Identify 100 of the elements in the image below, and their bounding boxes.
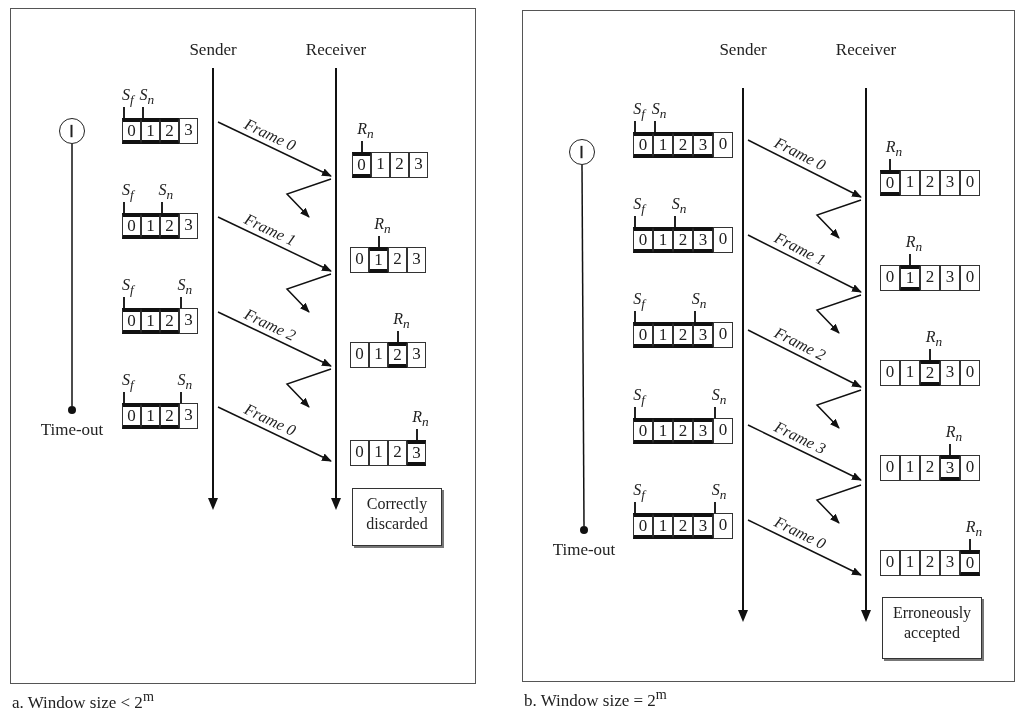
window-cell: 0	[960, 170, 980, 196]
pointer-label: S$_{n}$	[691, 290, 707, 313]
sequence-window	[880, 550, 980, 576]
window-cell: 0	[713, 513, 733, 539]
window-cell: 0	[122, 118, 141, 144]
window-cell: 0	[713, 227, 733, 253]
pointer-label: R$_{n}$	[885, 138, 903, 161]
sequence-window	[633, 227, 733, 253]
arrow	[285, 368, 332, 408]
window-cell: 1	[141, 213, 160, 239]
window-cell: 1	[371, 152, 390, 178]
lifeline-label: Sender	[189, 40, 237, 60]
pointer-label: S$_{n}$	[671, 195, 687, 218]
window-cell: 3	[940, 360, 960, 386]
pointer-label: S$_{n}$	[158, 181, 174, 204]
lifeline	[331, 68, 341, 510]
edge-label: Frame 1	[241, 209, 299, 250]
arrow	[815, 199, 862, 239]
sequence-window	[880, 455, 980, 481]
window-cell: 2	[388, 342, 407, 368]
window-cell: 0	[960, 455, 980, 481]
window-cell: 0	[713, 132, 733, 158]
pointer-label: S$_{f}$	[122, 276, 134, 299]
lifeline	[208, 68, 218, 510]
arrow	[815, 294, 862, 334]
pointer-label: R$_{n}$	[945, 423, 963, 446]
window-cell: 3	[179, 213, 198, 239]
window-cell: 2	[920, 550, 940, 576]
window-cell: 3	[179, 403, 198, 429]
sequence-window	[880, 265, 980, 291]
pointer-label: S$_{f}$	[633, 195, 645, 218]
window-cell: 3	[407, 342, 426, 368]
window-cell: 2	[920, 455, 940, 481]
window-cell: 0	[122, 308, 141, 334]
sequence-window	[633, 322, 733, 348]
window-cell: 3	[693, 513, 713, 539]
window-cell: 3	[693, 322, 713, 348]
pointer-label: S$_{n}$	[651, 100, 667, 123]
lifeline-label: Receiver	[835, 40, 897, 60]
pointer-label: S$_{f}$	[633, 386, 645, 409]
window-cell: 0	[960, 360, 980, 386]
arrow	[747, 424, 862, 481]
window-cell: 1	[141, 118, 160, 144]
time-out-label: Time-out	[552, 540, 616, 560]
pointer-label: R$_{n}$	[925, 328, 943, 351]
arrow	[217, 406, 332, 462]
window-cell: 2	[390, 152, 409, 178]
sequence-window	[633, 132, 733, 158]
lifeline-label: Receiver	[305, 40, 367, 60]
window-cell: 3	[693, 227, 713, 253]
sequence-window	[350, 440, 426, 466]
edge-label: Frame 2	[771, 323, 829, 365]
window-cell: 3	[179, 308, 198, 334]
edge-label: Frame 0	[771, 133, 829, 175]
window-cell: 0	[880, 265, 900, 291]
window-cell: 0	[880, 360, 900, 386]
window-cell: 0	[633, 418, 653, 444]
window-cell: 0	[122, 403, 141, 429]
edge-label: Frame 0	[771, 513, 829, 554]
window-cell: 0	[633, 322, 653, 348]
pointer-label: R$_{n}$	[374, 215, 391, 238]
window-cell: 0	[880, 455, 900, 481]
window-cell: 3	[940, 265, 960, 291]
window-cell: 1	[141, 308, 160, 334]
window-cell: 3	[693, 132, 713, 158]
pointer-label: R$_{n}$	[357, 120, 374, 143]
window-cell: 2	[673, 513, 693, 539]
window-cell: 0	[122, 213, 141, 239]
window-cell: 2	[160, 118, 179, 144]
window-cell: 0	[713, 322, 733, 348]
window-cell: 3	[940, 550, 960, 576]
pointer-label: S$_{f}$	[633, 290, 645, 313]
pointer-label: R$_{n}$	[412, 408, 429, 431]
edge-label: Frame 3	[771, 418, 829, 459]
arrow	[217, 216, 332, 272]
arrow	[815, 484, 862, 524]
window-cell: 1	[653, 322, 673, 348]
window-cell: 1	[900, 550, 920, 576]
window-cell: 3	[940, 455, 960, 481]
note-box: Correctly discarded	[352, 488, 442, 546]
window-cell: 0	[633, 132, 653, 158]
window-cell: 1	[369, 247, 388, 273]
sequence-window	[122, 213, 198, 239]
window-cell: 1	[900, 265, 920, 291]
window-cell: 2	[673, 322, 693, 348]
pointer-label: S$_{f}$	[633, 481, 645, 504]
pointer-label: R$_{n}$	[965, 518, 983, 541]
time-out-dot	[580, 526, 588, 534]
pointer-label: S$_{f}$	[122, 371, 134, 394]
window-cell: 1	[653, 227, 673, 253]
window-cell: 2	[388, 247, 407, 273]
arrow	[217, 311, 332, 367]
window-cell: 3	[409, 152, 428, 178]
sequence-window	[350, 247, 426, 273]
sequence-window	[880, 170, 980, 196]
time-out-dot	[68, 406, 76, 414]
window-cell: 1	[900, 455, 920, 481]
sequence-window	[352, 152, 428, 178]
pointer-label: S$_{f}$	[633, 100, 645, 123]
edge-label: Frame 0	[241, 399, 299, 440]
